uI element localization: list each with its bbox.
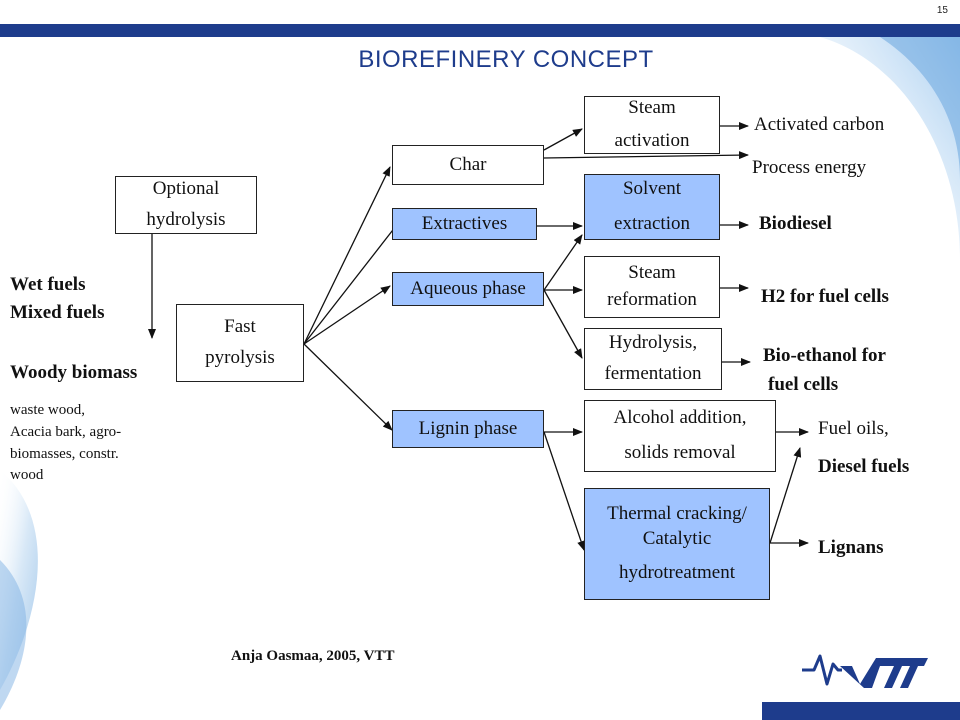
lignans-label: Lignans [818, 537, 884, 558]
thermal-cracking-line1: Thermal cracking/ [607, 502, 747, 524]
mixed-fuels-label: Mixed fuels [10, 302, 105, 323]
wet-fuels-label: Wet fuels [10, 274, 86, 295]
lignin-phase-label: Lignin phase [418, 417, 518, 439]
h2-fuel-cells-label: H2 for fuel cells [761, 286, 889, 307]
woody-biomass-label: Woody biomass [10, 362, 138, 383]
alcohol-addition-line1: Alcohol addition, [613, 407, 747, 429]
steam-activation-box: Steam activation [584, 96, 720, 154]
solvent-extraction-line2: extraction [614, 213, 690, 234]
bio-ethanol-label-line2: fuel cells [768, 374, 839, 395]
author-credit: Anja Oasmaa, 2005, VTT [231, 648, 395, 664]
thermal-cracking-box: Thermal cracking/ Catalytic hydrotreatme… [584, 488, 770, 600]
steam-activation-line1: Steam [628, 97, 676, 119]
hydrolysis-fermentation-box: Hydrolysis, fermentation [584, 328, 722, 390]
extractives-label: Extractives [421, 212, 508, 234]
feedstock-examples: waste wood, Acacia bark, agro- biomasses… [10, 400, 121, 487]
alcohol-addition-box: Alcohol addition, solids removal [584, 400, 776, 472]
feedstock-example-2: Acacia bark, agro- [10, 423, 122, 440]
bio-ethanol-label-line1: Bio-ethanol for [763, 345, 886, 366]
lignin-phase-box: Lignin phase [392, 410, 544, 448]
vtt-logo [802, 654, 928, 688]
alcohol-addition-line2: solids removal [624, 442, 736, 463]
aqueous-phase-box: Aqueous phase [392, 272, 544, 306]
optional-hydrolysis-box: Optional hydrolysis [115, 176, 257, 234]
thermal-cracking-line3: hydrotreatment [618, 562, 736, 584]
steam-reformation-box: Steam reformation [584, 256, 720, 318]
extractives-box: Extractives [392, 208, 537, 240]
fuel-oils-label: Fuel oils, [818, 418, 889, 439]
footer-bar [762, 702, 960, 720]
page-number: 15 [936, 5, 948, 16]
diesel-fuels-label: Diesel fuels [818, 456, 910, 477]
solvent-extraction-line1: Solvent [622, 178, 682, 200]
header-bar [0, 24, 960, 37]
char-label: Char [449, 153, 487, 175]
steam-reformation-line2: reformation [607, 289, 697, 310]
hydrolysis-fermentation-line2: fermentation [604, 363, 702, 384]
feedstock-example-3: biomasses, constr. [10, 445, 119, 462]
aqueous-phase-label: Aqueous phase [410, 277, 526, 299]
optional-hydrolysis-line2: hydrolysis [146, 209, 226, 230]
feedstock-example-1: waste wood, [10, 402, 85, 418]
fast-pyrolysis-line2: pyrolysis [205, 347, 275, 368]
biodiesel-label: Biodiesel [759, 213, 832, 234]
process-energy-label: Process energy [752, 157, 867, 178]
char-box: Char [392, 145, 544, 185]
steam-reformation-line1: Steam [628, 262, 676, 284]
feedstock-example-4: wood [10, 467, 44, 484]
page-title: BIOREFINERY CONCEPT [358, 46, 654, 73]
activated-carbon-label: Activated carbon [754, 114, 885, 135]
thermal-cracking-line2: Catalytic [642, 527, 712, 549]
solvent-extraction-box: Solvent extraction [584, 174, 720, 240]
steam-activation-line2: activation [614, 130, 690, 151]
optional-hydrolysis-line1: Optional [152, 178, 220, 200]
fast-pyrolysis-line1: Fast [224, 316, 256, 338]
fast-pyrolysis-box: Fast pyrolysis [176, 304, 304, 382]
hydrolysis-fermentation-line1: Hydrolysis, [608, 332, 698, 354]
